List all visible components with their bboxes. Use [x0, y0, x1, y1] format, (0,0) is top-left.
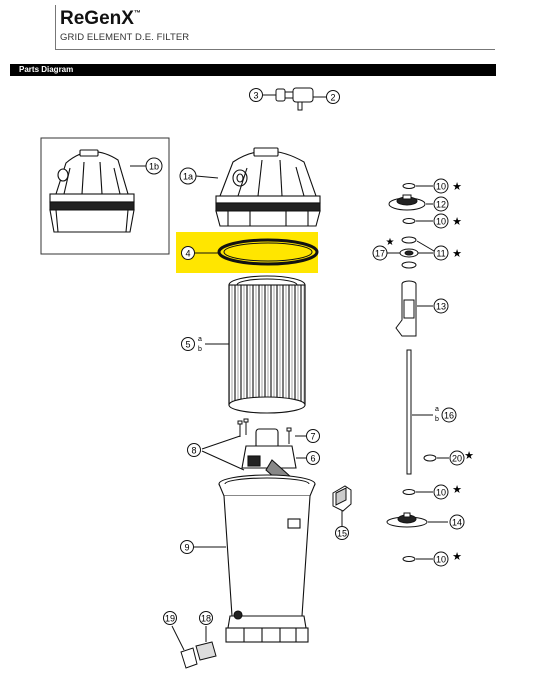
header-divider-vertical [55, 5, 56, 50]
star-11: ★ [452, 248, 462, 260]
callout-10b-label: 10 [436, 217, 446, 227]
callout-2: 2 [326, 90, 340, 104]
callout-12-label: 12 [436, 200, 446, 210]
callout-19-label: 19 [165, 614, 175, 624]
callout-17: 17 ★ [372, 237, 395, 261]
callout-1b: 1b [145, 157, 163, 175]
part-o-ring [217, 238, 319, 266]
callout-2-label: 2 [330, 93, 335, 103]
callout-11: 11 ★ [433, 245, 462, 261]
callout-5-suffix-a: a [198, 336, 202, 343]
callout-16-label: 16 [444, 411, 454, 421]
part-tank-body [218, 474, 316, 643]
section-bar: Parts Diagram [10, 64, 496, 76]
callout-9: 9 [180, 540, 194, 554]
leader-8a [201, 435, 241, 450]
part-shaft [406, 349, 412, 475]
part-bump-handle [388, 194, 426, 211]
callout-8: 8 [187, 443, 201, 457]
callout-4-label: 4 [185, 249, 190, 259]
part-drain [180, 641, 217, 669]
callout-15-label: 15 [337, 529, 347, 539]
callout-14-label: 14 [452, 518, 462, 528]
part-clip [332, 485, 352, 512]
callout-9-label: 9 [184, 543, 189, 553]
callout-10c-label: 10 [436, 488, 446, 498]
part-manifold [241, 428, 297, 487]
callout-18: 18 [199, 611, 213, 625]
part-grid-element [228, 275, 306, 414]
callout-1a-label: 1a [183, 172, 193, 182]
callout-20: 20 ★ [449, 450, 474, 466]
part-washer-10c [402, 489, 416, 495]
callout-17-label: 17 [375, 249, 385, 259]
part-tank-lid-1b [49, 149, 135, 233]
part-washer-10a [402, 183, 416, 189]
callout-4: 4 [181, 246, 195, 260]
callout-13: 13 [433, 298, 449, 314]
leader-1a [195, 175, 219, 179]
callout-11-label: 11 [436, 249, 445, 259]
callout-10d-label: 10 [436, 555, 446, 565]
part-washer-10b [402, 218, 416, 224]
callout-5-suffix-b: b [198, 346, 202, 353]
part-gauge-assembly [263, 87, 326, 111]
star-17: ★ [386, 237, 395, 248]
callout-3-label: 3 [253, 91, 258, 101]
callout-13-label: 13 [436, 302, 446, 312]
callout-10a-label: 10 [436, 182, 446, 192]
callout-3: 3 [249, 88, 263, 102]
callout-5: 5 a b [181, 336, 202, 353]
part-seals-11 [399, 236, 419, 269]
star-10b: ★ [452, 216, 462, 228]
product-subtitle: GRID ELEMENT D.E. FILTER [60, 32, 190, 43]
part-bump-housing [395, 280, 417, 337]
callout-1a: 1a [179, 167, 197, 185]
callout-10b: 10 ★ [433, 213, 462, 229]
callout-16-suffix-b: b [435, 416, 439, 423]
brand-title: ReGenX™ [60, 8, 141, 29]
star-10c: ★ [452, 484, 462, 496]
callout-14: 14 [449, 514, 465, 530]
header-divider-horizontal [55, 49, 495, 50]
callout-7: 7 [306, 429, 320, 443]
callout-15: 15 [335, 526, 349, 540]
callout-18-label: 18 [201, 614, 211, 624]
section-title: Parts Diagram [19, 65, 74, 74]
callout-1b-label: 1b [149, 162, 159, 172]
leader-8b [201, 450, 245, 471]
callout-10a: 10 ★ [433, 178, 462, 194]
part-washer-10d [402, 556, 416, 562]
leader-19 [171, 625, 185, 651]
star-10a: ★ [452, 181, 462, 193]
callout-10c: 10 ★ [433, 484, 462, 500]
callout-6-label: 6 [310, 454, 315, 464]
callout-6: 6 [306, 451, 320, 465]
part-oring-20 [423, 454, 437, 462]
callout-16: 16 a b [435, 406, 457, 423]
callout-10d: 10 ★ [433, 551, 462, 567]
part-drive-disc [386, 512, 428, 528]
callout-7-label: 7 [310, 432, 315, 442]
star-10d: ★ [452, 551, 462, 563]
callout-8-label: 8 [191, 446, 196, 456]
callout-5-label: 5 [185, 340, 190, 350]
part-screws [237, 418, 292, 444]
leader-11a [416, 240, 435, 252]
part-tank-lid-1a [215, 147, 321, 227]
callout-20-label: 20 [452, 454, 462, 464]
callout-12: 12 [433, 196, 449, 212]
star-20: ★ [464, 450, 474, 462]
callout-16-suffix-a: a [435, 406, 439, 413]
callout-19: 19 [163, 611, 177, 625]
